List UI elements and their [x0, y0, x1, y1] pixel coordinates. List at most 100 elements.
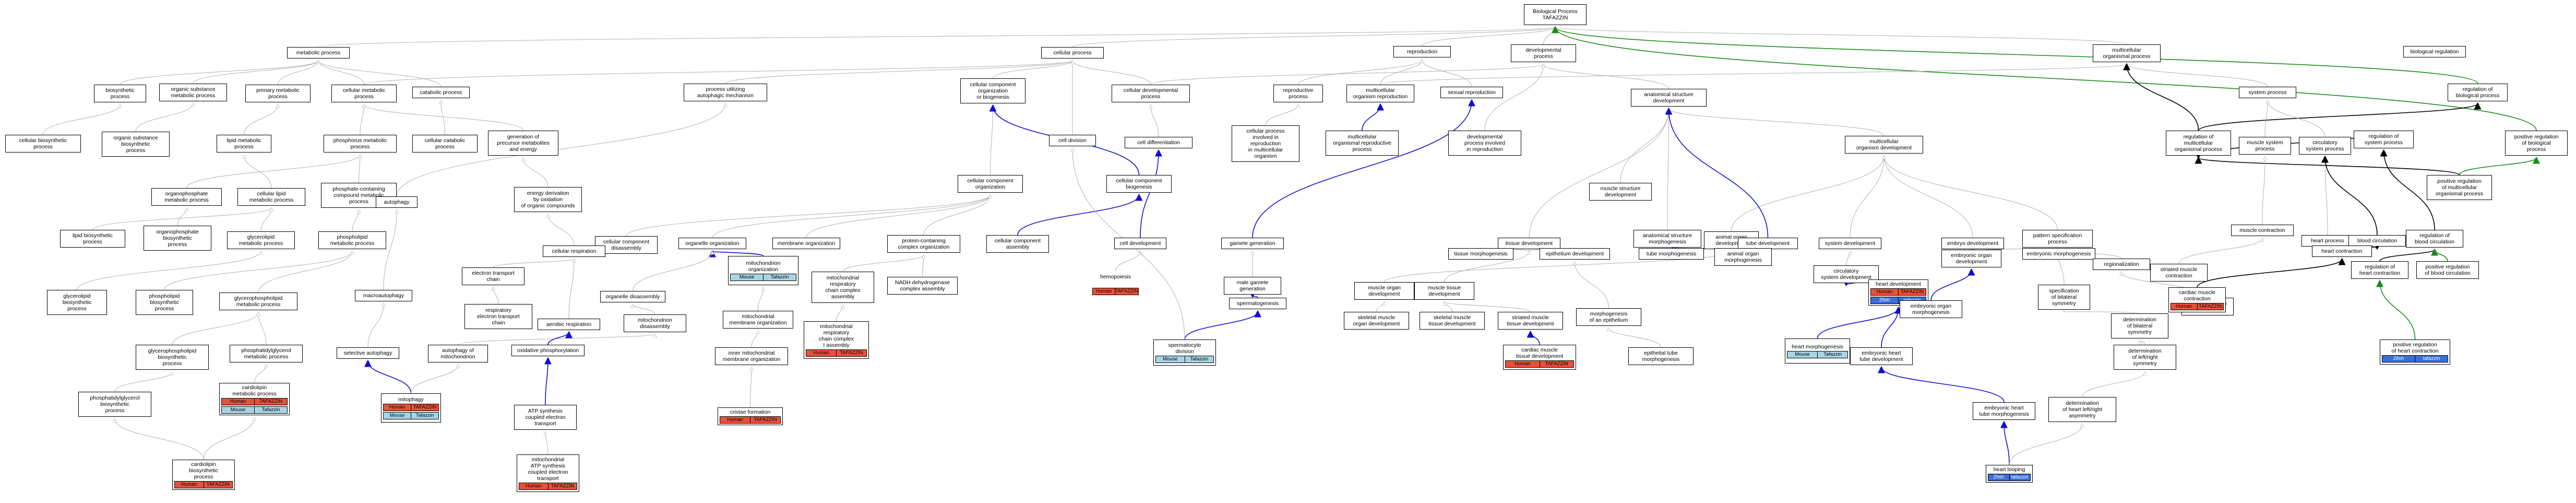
go-term-org-phosphate-biosyn[interactable]: organophosphate biosynthetic process [144, 226, 211, 251]
go-term-epithelial-tube-morph[interactable]: epithelial tube morphogenesis [1628, 347, 1694, 365]
go-term-catabolic[interactable]: catabolic process [412, 87, 470, 98]
go-term-organelle-org[interactable]: organelle organization [678, 238, 746, 249]
go-term-cell-dev[interactable]: cell development [1114, 238, 1166, 249]
go-term-morph-epithelium[interactable]: morphogenesis of an epithelium [1576, 308, 1641, 326]
go-term-mito-disassembly[interactable]: mitochondrion disassembly [624, 314, 686, 332]
go-term-embryo-dev[interactable]: embryo development [1941, 238, 2004, 249]
go-term-reg-system[interactable]: regulation of system process [2354, 131, 2414, 148]
go-term-reg-multi-org[interactable]: regulation of multicellular organismal p… [2166, 131, 2231, 156]
go-term-biosynthetic[interactable]: biosynthetic process [94, 85, 146, 102]
go-term-energy-deriv[interactable]: energy derivation by oxidation of organi… [514, 187, 582, 212]
go-term-pattern-spec[interactable]: pattern specification process [2022, 230, 2093, 248]
go-term-mito-atp-synthesis[interactable]: mitochondrial ATP synthesis coupled elec… [517, 454, 579, 492]
go-term-autophagy[interactable]: autophagy [376, 196, 418, 208]
go-term-pos-reg-bio[interactable]: positive regulation of biological proces… [2505, 131, 2568, 156]
go-term-membrane-org[interactable]: membrane organization [772, 238, 840, 249]
go-term-aerobic-resp[interactable]: aerobic respiration [538, 319, 600, 330]
go-term-cell-catabolic[interactable]: cellular catabolic process [412, 135, 478, 153]
go-term-tissue-morph[interactable]: tissue morphogenesis [1448, 248, 1513, 260]
go-term-spec-bilateral[interactable]: specification of bilateral symmetry [2038, 285, 2090, 310]
go-term-cell-diff[interactable]: cell differentiation [1125, 137, 1192, 148]
go-term-glycerophospholipid-biosyn[interactable]: glycerophospholipid biosynthetic process [136, 345, 209, 370]
go-term-phosphatidylglycerol-met[interactable]: phosphatidylglycerol metabolic process [230, 345, 303, 362]
go-term-atp-synthesis[interactable]: ATP synthesis coupled electron transport [514, 405, 577, 430]
go-term-det-bilateral[interactable]: determination of bilateral symmetry [2111, 313, 2168, 338]
go-term-reproduction[interactable]: reproduction [1393, 46, 1451, 57]
go-term-male-gamete[interactable]: male gamete generation [1224, 277, 1281, 295]
go-term-anat-struct-dev[interactable]: anatomical structure development [1631, 89, 1707, 107]
go-term-primary-met[interactable]: primary metabolic process [245, 85, 311, 102]
go-term-muscle-contraction[interactable]: muscle contraction [2231, 225, 2294, 236]
go-term-multi-org-repro-proc[interactable]: multicellular organismal reproductive pr… [1326, 131, 1399, 156]
go-term-organelle-disassembly[interactable]: organelle disassembly [600, 291, 665, 302]
go-term-anat-struct-morph[interactable]: anatomical structure morphogenesis [1633, 230, 1701, 248]
go-term-lipid-met[interactable]: lipid metabolic process [217, 135, 271, 153]
go-term-cell-dev-proc[interactable]: cellular developmental process [1112, 85, 1190, 102]
go-term-multi-repro[interactable]: multicellular organism reproduction [1346, 85, 1414, 102]
go-term-circ-sys[interactable]: circulatory system process [2299, 137, 2351, 155]
go-term-metabolic[interactable]: metabolic process [287, 47, 350, 59]
go-term-developmental[interactable]: developmental process [1511, 44, 1576, 62]
go-term-embryonic-heart-tube-dev[interactable]: embryonic heart tube development [1850, 347, 1913, 365]
go-term-system-process[interactable]: system process [2239, 87, 2296, 98]
go-term-bio-reg[interactable]: biological regulation [2403, 46, 2466, 57]
go-term-protein-complex-org[interactable]: protein-containing complex organization [887, 235, 960, 253]
go-term-muscle-struct-dev[interactable]: muscle structure development [1589, 183, 1652, 201]
go-term-muscle-organ-dev[interactable]: muscle organ development [1354, 282, 1414, 300]
go-term-skeletal-muscle-dev[interactable]: skeletal muscle organ development [1344, 312, 1409, 330]
go-term-gamete-gen[interactable]: gamete generation [1221, 238, 1284, 249]
go-term-reg-bio-proc[interactable]: regulation of biological process [2448, 84, 2508, 101]
go-term-glycerophospholipid-met[interactable]: glycerophospholipid metabolic process [219, 293, 297, 310]
go-term-dev-proc-repro[interactable]: developmental process involved in reprod… [1448, 131, 1521, 156]
go-term-repro-proc[interactable]: reproductive process [1273, 85, 1323, 102]
go-term-mito-resp-chain-assembly[interactable]: mitochondrial respiratory chain complex … [812, 272, 874, 303]
go-term-embryonic-morph[interactable]: embryonic morphogenesis [2022, 248, 2095, 260]
go-term-heart-contraction[interactable]: heart contraction [2312, 245, 2372, 257]
go-term-heart-process[interactable]: heart process [2301, 235, 2354, 247]
go-term-muscle-tissue-dev[interactable]: muscle tissue development [1414, 282, 1474, 300]
go-term-multi-org-dev[interactable]: multicellular organism development [1845, 136, 1923, 154]
go-term-tube-dev[interactable]: tube development [1738, 238, 1798, 249]
go-term-cc-org-biogen[interactable]: cellular component organization or bioge… [960, 78, 1025, 103]
go-term-inner-mito-membrane[interactable]: inner mitochondrial membrane organizatio… [715, 347, 788, 365]
go-term-nadh-assembly[interactable]: NADH dehydrogenase complex assembly [887, 277, 958, 295]
go-term-cc-biogenesis[interactable]: cellular component biogenesis [1106, 175, 1172, 193]
go-term-striated-contraction[interactable]: striated muscle contraction [2150, 264, 2208, 282]
go-term-reg-blood-circ[interactable]: regulation of blood circulation [2406, 230, 2463, 248]
go-term-org-sub-biosyn[interactable]: organic substance biosynthetic process [102, 132, 170, 157]
go-term-muscle-sys[interactable]: muscle system process [2239, 137, 2291, 155]
go-term-embryonic-heart-tube-morph[interactable]: embryonic heart tube morphogenesis [1973, 402, 2035, 420]
go-term-pos-reg-blood-circ[interactable]: positive regulation of blood circulation [2416, 261, 2479, 279]
go-term-cell-resp[interactable]: cellular respiration [543, 245, 605, 257]
go-term-hemopoiesis[interactable]: hemopoiesis [1091, 272, 1140, 282]
go-term-cell-proc-repro[interactable]: cellular process involved in reproductio… [1232, 125, 1299, 162]
go-term-cc-assembly[interactable]: cellular component assembly [986, 235, 1049, 253]
go-term-phospholipid-biosyn[interactable]: phospholipid biosynthetic process [136, 290, 193, 315]
go-term-cell-met[interactable]: cellular metabolic process [331, 85, 397, 102]
go-term-tube-morph[interactable]: tube morphogenesis [1639, 248, 1704, 260]
go-term-blood-circ[interactable]: blood circulation [2348, 235, 2406, 247]
go-term-cellular-process[interactable]: cellular process [1041, 47, 1104, 59]
go-term-animal-organ-morph[interactable]: animal organ morphogenesis [1714, 248, 1772, 266]
go-term-cell-lipid-met[interactable]: cellular lipid metabolic process [237, 188, 305, 206]
go-term-reg-heart-contraction[interactable]: regulation of heart contraction [2351, 261, 2408, 279]
go-term-embryonic-organ-dev[interactable]: embryonic organ development [1941, 250, 2001, 267]
go-term-mito-membrane-org[interactable]: mitochondrial membrane organization [723, 311, 793, 329]
go-term-cc-disassembly[interactable]: cellular component disassembly [595, 236, 658, 254]
go-term-autophagic-mech[interactable]: process utilizing autophagic mechanism [684, 84, 767, 101]
go-term-skeletal-tissue-dev[interactable]: skeletal muscle tissue development [1420, 312, 1485, 330]
go-term-embryonic-organ-morph[interactable]: embryonic organ morphogenesis [1900, 300, 1962, 318]
go-term-pos-reg-multi[interactable]: positive regulation of multicellular org… [2427, 175, 2492, 200]
go-term-system-dev[interactable]: system development [1819, 238, 1881, 249]
go-term-pos-reg-heart-contraction[interactable]: positive regulation of heart contraction… [2380, 340, 2450, 365]
go-term-bp[interactable]: Biological Process TAFAZZIN [1524, 4, 1587, 25]
go-term-tissue-dev[interactable]: tissue development [1498, 238, 1560, 249]
go-term-macroautophagy[interactable]: macroautophagy [355, 290, 412, 301]
